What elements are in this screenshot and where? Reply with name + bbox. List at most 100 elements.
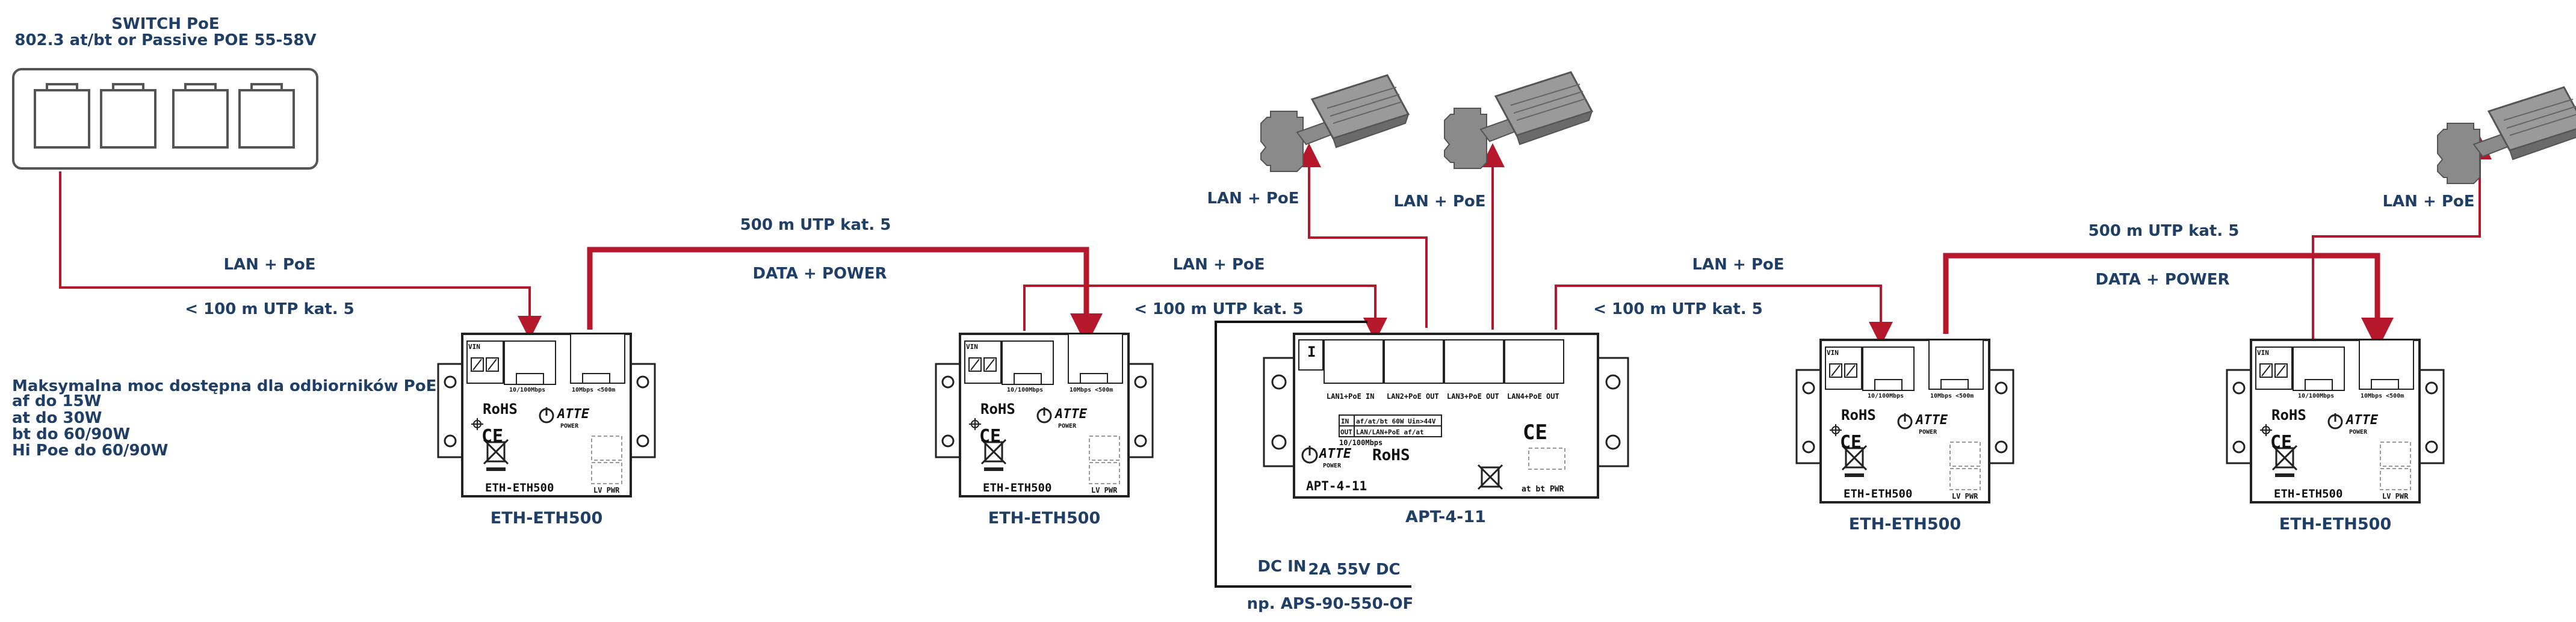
ce-mark-icon: CE	[481, 426, 503, 447]
device-caption: ETH-ETH500	[491, 509, 602, 528]
brand-sub: POWER	[1323, 463, 1342, 469]
speed-label: 10/100Mbps	[1339, 439, 1382, 447]
ce-mark-icon: CE	[1523, 420, 1547, 445]
rohs-label: RoHS	[980, 401, 1015, 417]
apt-4-11-device: I LAN1+PoE IN LAN2+PoE OUT LAN3+PoE OUT …	[1263, 333, 1629, 499]
poe-link-switch-eth1	[59, 171, 542, 340]
vin-label: VIN	[468, 343, 480, 351]
port1-text: 10/100Mbps	[1007, 387, 1043, 393]
label-cam3-lan: LAN + PoE	[2382, 192, 2474, 211]
camera-icon	[1260, 74, 1410, 173]
vin-label: VIN	[2257, 349, 2269, 357]
led-labels: LV PWR	[1952, 492, 1978, 500]
eth-eth500-device-1: VIN 10/100Mbps 10Mbps <500m RoHS CE ATTE…	[437, 333, 656, 497]
label-utp-100-2: < 100 m UTP kat. 5	[1134, 300, 1304, 318]
brand-sub: POWER	[560, 423, 579, 430]
power-info-line: Hi Poe do 60/90W	[12, 442, 168, 460]
eth-eth500-device-2: VIN 10/100Mbps 10Mbps <500m RoHS CE ATTE…	[935, 333, 1154, 497]
atte-logo-icon: ATTE	[1915, 413, 1948, 428]
eth-eth500-device-3: VIN 10/100Mbps 10Mbps <500m RoHS CE ATTE…	[1795, 339, 2014, 503]
ce-mark-icon: CE	[979, 426, 1001, 447]
label-utp-500-2: 500 m UTP kat. 5	[2088, 222, 2240, 240]
device-caption: APT-4-11	[1405, 508, 1486, 526]
led-labels: LV PWR	[593, 486, 620, 494]
camera-icon	[1443, 71, 1593, 170]
power-info: Maksymalna moc dostępna dla odbiorników …	[12, 377, 436, 460]
ce-mark-icon: CE	[2270, 432, 2292, 453]
label-dc-in: DC IN	[1257, 558, 1306, 576]
port1-text: 10/100Mbps	[509, 387, 545, 393]
label-lan-poe-3: LAN + PoE	[1692, 256, 1784, 274]
spec-in: IN	[1341, 417, 1349, 425]
label-psu: np. APS-90-550-OF	[1247, 595, 1414, 613]
label-utp-100-1: < 100 m UTP kat. 5	[185, 300, 355, 318]
port2-text: 10Mbps <500m	[1930, 393, 1974, 399]
vin-label: VIN	[966, 343, 978, 351]
port-label: LAN2+PoE OUT	[1387, 392, 1439, 401]
vin-label: VIN	[1827, 349, 1839, 357]
led-labels: at bt PWR	[1522, 485, 1564, 494]
label-cam2-lan: LAN + PoE	[1393, 192, 1485, 211]
device-caption: ETH-ETH500	[2279, 515, 2391, 534]
port-label: LAN3+PoE OUT	[1447, 392, 1499, 401]
device-model-mark: APT-4-11	[1306, 479, 1367, 493]
recycle-bin-icon	[1477, 464, 1503, 490]
brand-sub: POWER	[1919, 429, 1937, 436]
device-model-mark: ETH-ETH500	[983, 481, 1051, 494]
label-lan-poe-1: LAN + PoE	[223, 256, 315, 274]
port-label: LAN4+PoE OUT	[1507, 392, 1559, 401]
atte-logo-icon: ATTE	[556, 407, 590, 422]
power-info-line: af do 15W	[12, 392, 101, 410]
atte-logo-icon: ATTE	[1054, 407, 1088, 422]
device-model-mark: ETH-ETH500	[1844, 487, 1912, 500]
brand-sub: POWER	[1058, 423, 1077, 430]
rj45-port-icon	[34, 83, 295, 149]
label-lan-poe-2: LAN + PoE	[1172, 256, 1265, 274]
port1-text: 10/100Mbps	[2298, 393, 2334, 399]
ce-mark-icon: CE	[1840, 432, 1862, 453]
terminal-mark: I	[1307, 343, 1316, 360]
brand-name: ATTE	[1318, 446, 1352, 461]
poe-link-apt-cam1	[1297, 143, 1428, 328]
label-data-power-2: DATA + POWER	[2095, 271, 2229, 289]
rohs-label: RoHS	[1372, 446, 1410, 464]
atte-logo-icon: ATTE	[2345, 413, 2379, 428]
eth-eth500-device-4: VIN 10/100Mbps 10Mbps <500m RoHS CE ATTE…	[2226, 339, 2445, 503]
label-utp-500-1: 500 m UTP kat. 5	[740, 216, 891, 234]
power-info-line: Maksymalna moc dostępna dla odbiorników …	[12, 377, 436, 395]
port2-text: 10Mbps <500m	[1070, 387, 1113, 393]
rohs-label: RoHS	[1841, 407, 1876, 423]
dc-in-line	[1215, 321, 1411, 588]
power-info-line: bt do 60/90W	[12, 425, 130, 443]
poe-link-eth2-apt	[1023, 285, 1387, 342]
switch-icon	[12, 68, 318, 170]
device-caption: ETH-ETH500	[1849, 515, 1961, 534]
switch-title: SWITCH PoE	[111, 15, 219, 33]
poe-link-apt-eth3	[1555, 285, 1893, 346]
label-data-power-1: DATA + POWER	[752, 265, 887, 283]
spec-in-val: af/at/bt 60W Uin>44V	[1356, 417, 1436, 425]
device-model-mark: ETH-ETH500	[2274, 487, 2342, 500]
power-info-line: at do 30W	[12, 409, 102, 427]
switch-subtitle: 802.3 at/bt or Passive POE 55-58V	[14, 31, 316, 49]
spec-out: OUT	[1340, 428, 1352, 436]
port-label: LAN1+PoE IN	[1327, 392, 1374, 401]
port2-text: 10Mbps <500m	[572, 387, 615, 393]
poe-link-eth4-cam3	[2312, 135, 2492, 340]
port2-text: 10Mbps <500m	[2361, 393, 2404, 399]
brand-sub: POWER	[2349, 429, 2368, 436]
label-utp-100-3: < 100 m UTP kat. 5	[1593, 300, 1763, 318]
rohs-label: RoHS	[483, 401, 518, 417]
rohs-label: RoHS	[2271, 407, 2306, 423]
label-dc-spec: 2A 55V DC	[1308, 561, 1400, 579]
label-cam1-lan: LAN + PoE	[1207, 189, 1299, 208]
spec-out-val: LAN/LAN+PoE af/at	[1356, 428, 1424, 436]
utp-500-link-1	[587, 247, 1103, 346]
camera-icon	[2436, 86, 2576, 185]
utp-500-link-2	[1943, 253, 2394, 350]
device-caption: ETH-ETH500	[988, 509, 1100, 528]
device-model-mark: ETH-ETH500	[485, 481, 554, 494]
led-labels: LV PWR	[2382, 492, 2409, 500]
port1-text: 10/100Mbps	[1868, 393, 1904, 399]
